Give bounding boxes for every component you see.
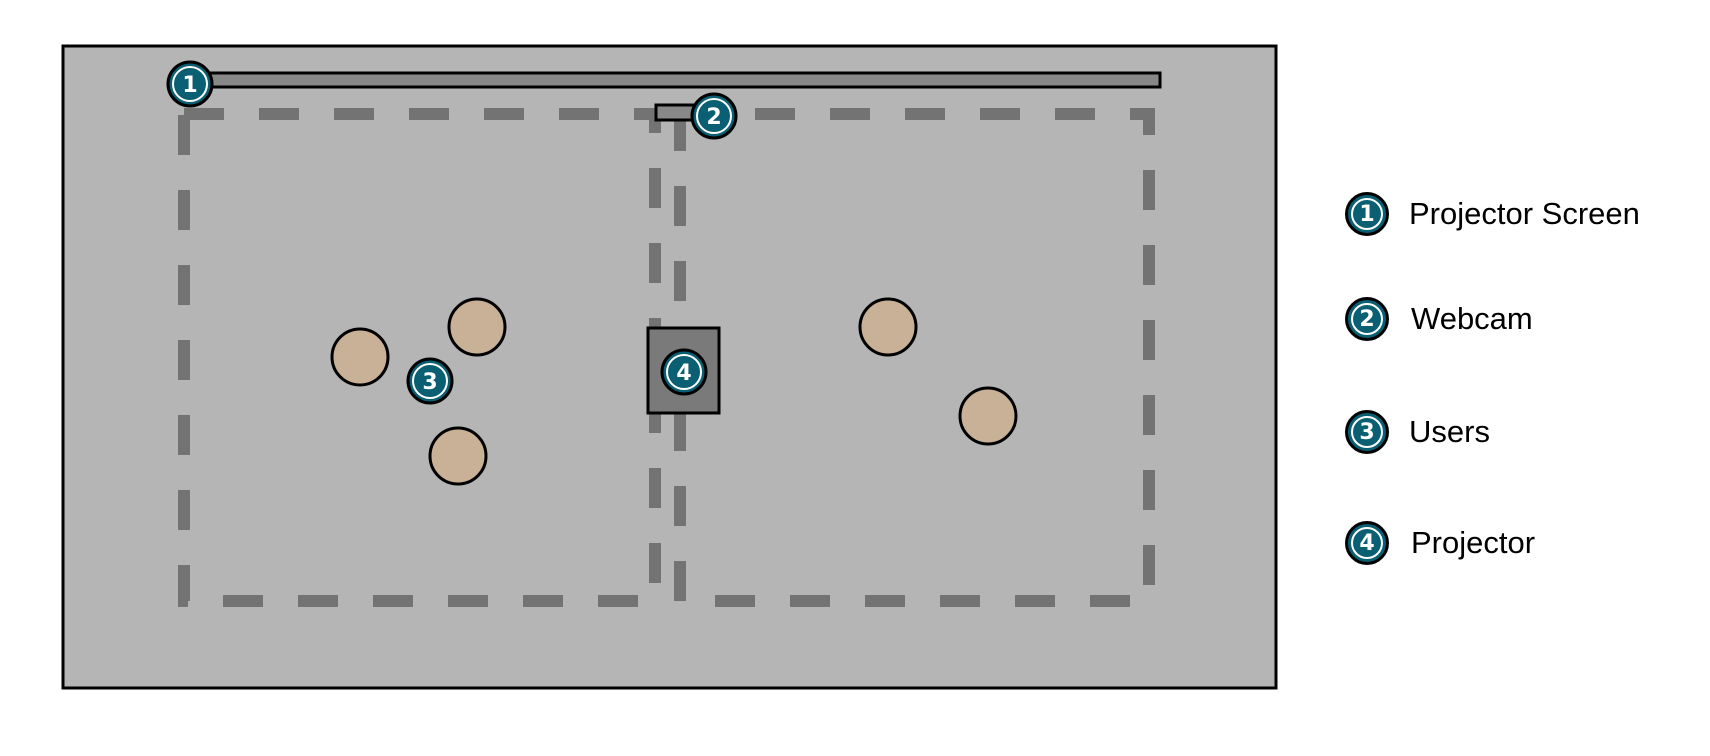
projector-screen-bar [188, 71, 1162, 89]
badge-users: 3 [406, 357, 454, 405]
user-circle [428, 426, 488, 486]
legend-number: 4 [1359, 530, 1375, 556]
legend-badge: 4 [1345, 521, 1389, 565]
legend-number: 2 [1359, 306, 1375, 332]
user-circle [330, 327, 390, 387]
user-circle [858, 297, 918, 357]
legend-item-projector: 4 Projector [1345, 518, 1535, 568]
badge-number: 2 [706, 105, 721, 130]
legend-label: Projector [1411, 525, 1536, 560]
user-circle [447, 297, 507, 357]
user-circle [958, 386, 1018, 446]
legend-number: 3 [1359, 419, 1375, 445]
badge-number: 3 [422, 370, 437, 395]
badge-number: 4 [676, 361, 691, 386]
legend-badge: 3 [1345, 410, 1389, 454]
badge-webcam: 2 [690, 92, 738, 140]
webcam-body [654, 103, 698, 122]
legend-item-projector-screen: 1 Projector Screen [1345, 189, 1640, 239]
badge-projector: 4 [660, 348, 708, 396]
user-circles [330, 297, 1018, 486]
legend-label: Projector Screen [1409, 196, 1640, 231]
legend-item-users: 3 Users [1345, 407, 1490, 457]
legend-badge: 1 [1345, 192, 1389, 236]
badge-projector-screen: 1 [166, 60, 214, 108]
legend-label: Users [1409, 414, 1490, 449]
legend-badge: 2 [1345, 297, 1389, 341]
badge-number: 1 [182, 73, 197, 98]
legend-item-webcam: 2 Webcam [1345, 294, 1533, 344]
legend-number: 1 [1359, 201, 1375, 227]
legend-label: Webcam [1411, 301, 1533, 336]
